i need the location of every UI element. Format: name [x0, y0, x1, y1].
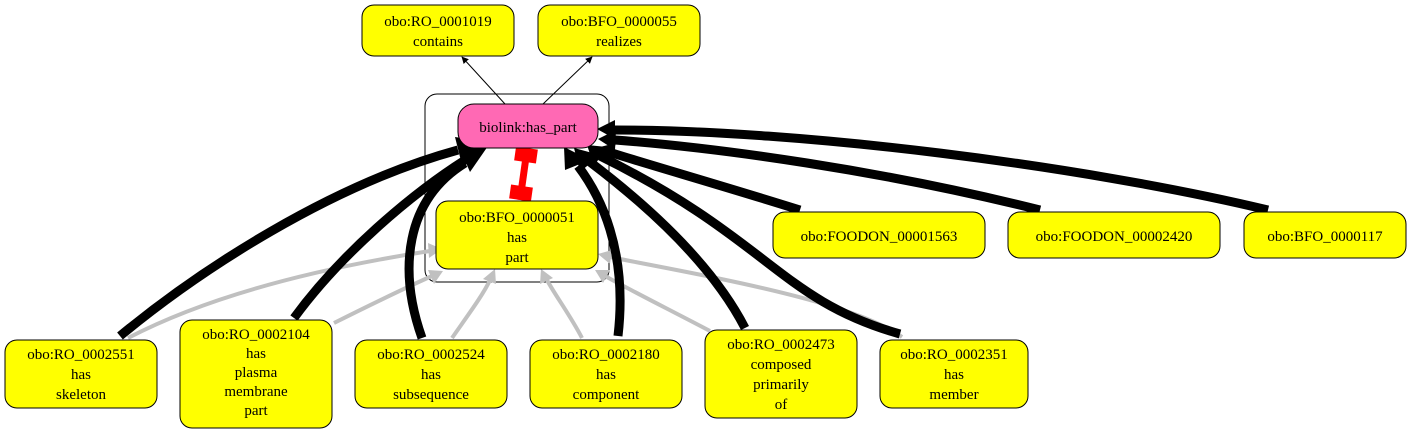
node-label-line: skeleton: [56, 387, 106, 403]
node-label-line: obo:BFO_0000051: [459, 210, 575, 226]
node-label-line: has: [421, 367, 441, 383]
node-bfo_0000117[interactable]: obo:BFO_0000117: [1243, 211, 1407, 259]
node-label-line: obo:FOODON_00001563: [801, 229, 958, 245]
node-label-line: obo:RO_0002473: [727, 337, 835, 353]
gray-edge-ro_0002180: [545, 279, 584, 339]
gray-arrowhead-ro_0002104: [428, 270, 443, 284]
black-edge-foodon_00002420: [614, 135, 1042, 215]
node-label-line: realizes: [596, 34, 642, 50]
node-label-line: plasma: [235, 365, 278, 381]
gray-edge-ro_0002351: [609, 255, 904, 339]
black-edge-foodon_00001563: [610, 148, 802, 215]
node-label-line: of: [775, 397, 788, 413]
black-edge-ro_0002351: [598, 151, 902, 339]
gray-arrowhead-ro_0002473: [595, 270, 610, 283]
gray-edge-ro_0002551: [127, 249, 431, 340]
gray-arrowhead-ro_0002524: [483, 269, 496, 284]
node-label-line: obo:RO_0002551: [27, 347, 135, 363]
node-label-line: obo:FOODON_00002420: [1036, 229, 1193, 245]
thin-edges: [461, 56, 593, 105]
node-ro_0002473[interactable]: obo:RO_0002473 composed primarily of: [704, 329, 858, 419]
node-has_part[interactable]: biolink:has_part: [457, 103, 599, 149]
black-arrowhead-foodon_00001563: [596, 143, 616, 162]
svg-text:obo:FOODON_00002420: obo:FOODON_00002420: [1036, 229, 1193, 245]
red-edge-end-top: [514, 146, 538, 164]
node-label-line: obo:RO_0002104: [202, 327, 310, 343]
svg-text:obo:FOODON_00001563: obo:FOODON_00001563: [801, 229, 958, 245]
node-label-line: member: [929, 387, 978, 403]
red-edge-end-bottom: [509, 184, 533, 202]
black-edge-ro_0002524: [404, 159, 468, 340]
black-arrowhead-ro_0002104: [460, 146, 488, 172]
black-edges: [117, 120, 1270, 340]
node-foodon_00001563[interactable]: obo:FOODON_00001563: [772, 211, 986, 259]
gray-edge-ro_0002524: [450, 279, 492, 340]
node-label-line: subsequence: [393, 387, 469, 403]
node-label-line: part: [505, 250, 529, 266]
black-edge-ro_0002473: [587, 158, 750, 331]
black-edge-ro_0002551: [117, 145, 460, 340]
node-label-line: obo:RO_0001019: [384, 14, 492, 30]
node-label-line: has: [507, 230, 527, 246]
node-label-line: biolink:has_part: [479, 120, 577, 136]
node-foodon_00002420[interactable]: obo:FOODON_00002420: [1007, 211, 1221, 259]
red-edge: [509, 146, 538, 202]
svg-text:obo:BFO_0000117: obo:BFO_0000117: [1267, 229, 1383, 245]
node-label-line: membrane: [224, 384, 288, 400]
node-label-line: obo:RO_0002351: [900, 347, 1008, 363]
black-edge-ro_0002180: [574, 163, 625, 337]
edge-realizes: [542, 56, 593, 105]
black-edge-bfo_0000117: [614, 125, 1270, 215]
node-label-line: component: [573, 387, 640, 403]
node-label-line: part: [244, 403, 268, 419]
node-label-line: has: [596, 367, 616, 383]
node-label-line: contains: [413, 34, 463, 50]
gray-edge-ro_0002473: [604, 274, 711, 333]
node-bfo_0000055[interactable]: obo:BFO_0000055 realizes: [537, 4, 701, 57]
node-label-line: has: [944, 367, 964, 383]
gray-arrowhead-ro_0002351: [598, 250, 612, 264]
gray-arrowhead-ro_0002180: [540, 269, 553, 284]
edge-contains: [461, 56, 506, 105]
node-label-line: obo:RO_0002180: [552, 347, 660, 363]
node-label-line: has: [246, 346, 266, 362]
node-label-line: composed: [751, 357, 812, 373]
gray-edge-ro_0002104: [333, 274, 433, 325]
node-label-line: has: [71, 367, 91, 383]
black-arrowhead-bfo_0000117: [597, 120, 615, 139]
node-label-line: obo:BFO_0000055: [561, 14, 677, 30]
node-label-line: obo:BFO_0000117: [1267, 229, 1383, 245]
gray-arrowhead-ro_0002551: [428, 243, 442, 258]
node-ro_0001019[interactable]: obo:RO_0001019 contains: [361, 4, 515, 57]
node-label-line: primarily: [753, 377, 809, 393]
node-label-line: obo:RO_0002524: [377, 347, 485, 363]
svg-text:biolink:has_part: biolink:has_part: [479, 120, 577, 136]
